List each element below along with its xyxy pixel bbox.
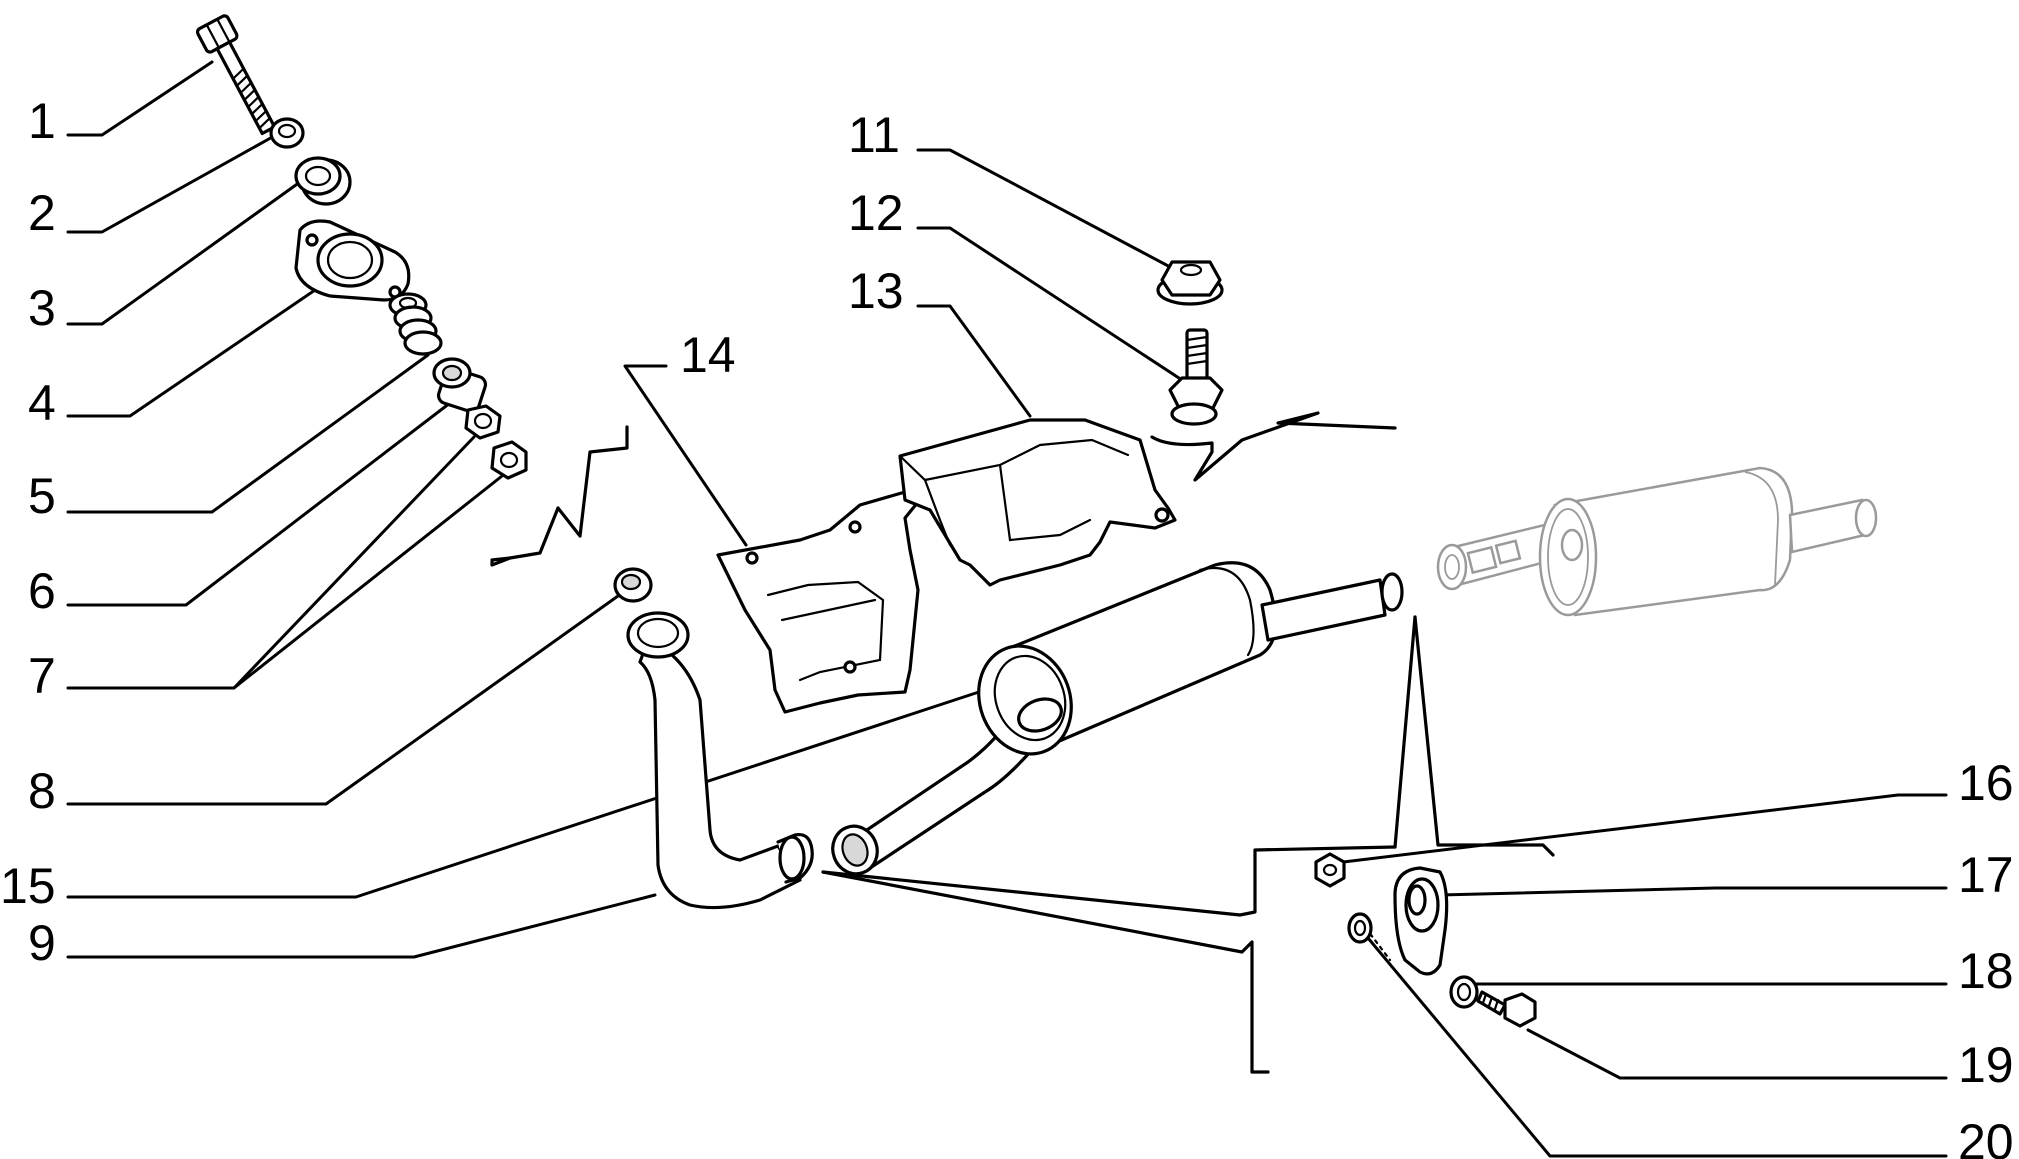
rear-silencer-ghost-part [1436, 466, 1878, 617]
callout-11: 11 [848, 107, 900, 163]
mount-bolt-19 [1476, 990, 1537, 1028]
leader-19 [1526, 1028, 1948, 1080]
center-silencer-part [831, 561, 1404, 876]
assembly-line-lower [821, 870, 1270, 1074]
callout-16: 16 [1958, 755, 2014, 811]
leader-8 [66, 589, 627, 806]
callout-5: 5 [28, 468, 56, 524]
callout-18: 18 [1958, 943, 2014, 999]
leader-17 [1438, 886, 1948, 897]
callout-7: 7 [28, 648, 56, 704]
callout-2: 2 [28, 185, 56, 241]
spacer-part [432, 357, 488, 414]
mount-washer-18 [1449, 975, 1479, 1009]
heat-shield-rear-part [898, 418, 1177, 587]
front-pipe-part [626, 611, 814, 910]
spring-part [388, 292, 443, 356]
leader-lines [66, 60, 1948, 1158]
nut-flanged-part [1156, 260, 1224, 306]
leader-5 [66, 353, 430, 514]
assembly-wedge-right [1413, 615, 1555, 857]
leader-20 [1366, 936, 1948, 1158]
leader-6 [66, 401, 452, 607]
leader-11 [916, 148, 1174, 270]
break-left-2 [490, 556, 512, 562]
stud-bolt-part [1168, 328, 1224, 426]
break-top-right [1150, 411, 1397, 482]
leader-13 [916, 304, 1032, 418]
leader-7a [66, 435, 476, 690]
nut-part-a [464, 404, 502, 440]
heat-shield-front-part [716, 490, 920, 714]
bolt-long-part [195, 14, 277, 136]
leader-7b [232, 474, 504, 690]
callout-14: 14 [680, 327, 736, 383]
assembly-line-upper [821, 845, 1397, 917]
assembly-wedge-right-2 [1393, 615, 1417, 849]
ring-seal-part [613, 567, 653, 603]
callout-17: 17 [1958, 847, 2014, 903]
nut-part-b [490, 440, 528, 480]
callout-6: 6 [28, 563, 56, 619]
flange-gasket-part [294, 219, 411, 302]
leader-4 [66, 286, 320, 418]
leader-9 [66, 893, 657, 959]
leader-2 [66, 133, 278, 234]
callout-12: 12 [848, 185, 904, 241]
callout-9: 9 [28, 915, 56, 971]
callout-13: 13 [848, 263, 904, 319]
leader-14 [623, 364, 748, 547]
mount-nut-16 [1314, 852, 1346, 888]
callout-4: 4 [28, 375, 56, 431]
bushing-part [294, 156, 352, 206]
leader-15 [66, 688, 987, 899]
break-lines [490, 411, 1555, 1074]
callout-15: 15 [0, 858, 56, 914]
callout-20: 20 [1958, 1114, 2014, 1159]
mount-washer-20 [1347, 912, 1373, 944]
leader-3 [66, 180, 302, 326]
callout-3: 3 [28, 280, 56, 336]
leader-16 [1333, 793, 1948, 865]
callout-8: 8 [28, 763, 56, 819]
washer-small-part [269, 117, 305, 149]
callout-19: 19 [1958, 1037, 2014, 1093]
rubber-mount-part-17 [1393, 866, 1449, 976]
leader-12 [916, 226, 1187, 384]
leader-1 [66, 60, 214, 137]
callout-1: 1 [28, 93, 56, 149]
callout-labels: 1 2 3 4 5 6 7 8 9 11 12 13 14 15 16 17 1… [0, 93, 2014, 1159]
break-left [490, 425, 629, 567]
